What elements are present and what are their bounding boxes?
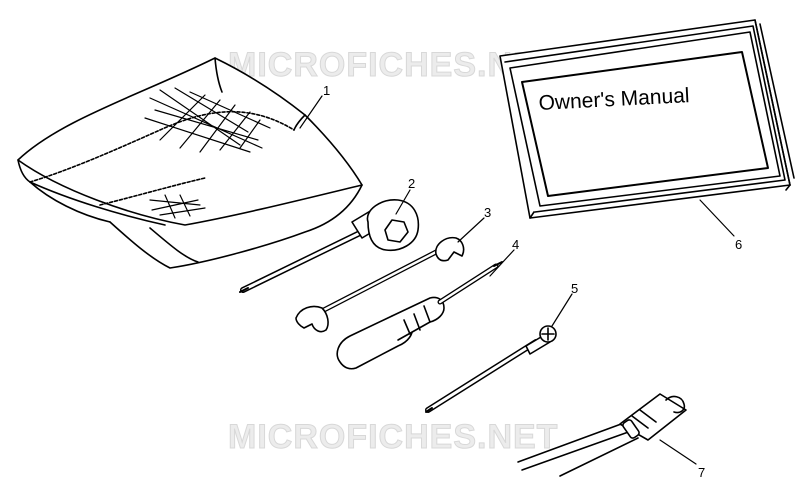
pliers-tool xyxy=(517,393,687,477)
callout-5: 5 xyxy=(571,281,579,296)
callout-6: 6 xyxy=(735,237,743,252)
callout-7: 7 xyxy=(698,465,706,480)
tool-pouch xyxy=(17,57,363,269)
screwdriver xyxy=(336,261,503,370)
owners-manual xyxy=(499,19,795,219)
callout-3: 3 xyxy=(484,205,492,220)
callout-2: 2 xyxy=(408,176,416,191)
callout-4: 4 xyxy=(512,237,520,252)
open-end-wrench xyxy=(295,236,465,333)
callout-1: 1 xyxy=(323,83,331,98)
extension-bar xyxy=(425,325,557,413)
spark-plug-wrench xyxy=(239,199,420,293)
leader-lines xyxy=(299,95,735,465)
